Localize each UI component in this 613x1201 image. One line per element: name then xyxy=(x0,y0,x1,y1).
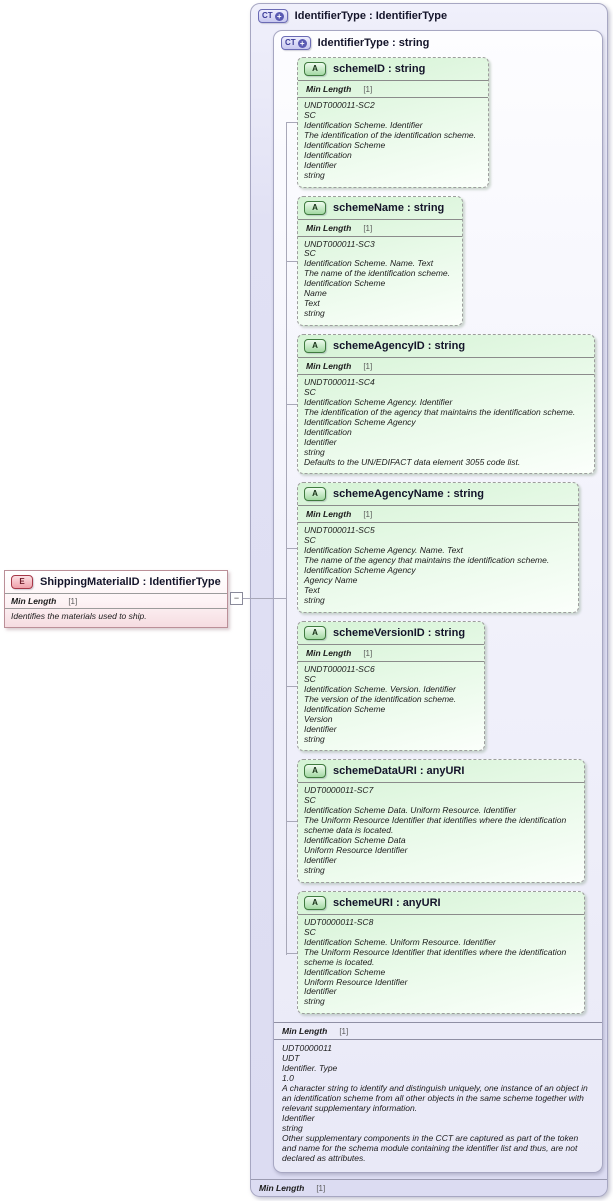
facet-value: [1] xyxy=(68,597,78,606)
outer-type-footer: Min Length [1] xyxy=(251,1179,607,1196)
attribute-annotation: UNDT000011-SC5 SC Identification Scheme … xyxy=(304,525,550,605)
facet-value: [1] xyxy=(363,510,373,520)
facet-label: Min Length xyxy=(306,361,352,371)
attribute-header[interactable]: A schemeID : string xyxy=(298,58,488,81)
complextype-icon: CT + xyxy=(281,36,311,50)
attribute-box-schemename: A schemeName : string Min Length [1] UND… xyxy=(286,195,463,326)
attribute-facet-row: Min Length [1] xyxy=(298,506,578,524)
element-facet-row: Min Length [1] xyxy=(5,594,227,609)
complextype-box-identifiertype-inner: CT + IdentifierType : string A schemeID … xyxy=(273,30,603,1173)
inner-type-title: IdentifierType : string xyxy=(317,37,430,49)
facet-label: Min Length xyxy=(306,647,352,658)
inner-type-header[interactable]: CT + IdentifierType : string xyxy=(274,31,602,55)
attribute-header[interactable]: A schemeAgencyName : string xyxy=(298,483,578,507)
facet-value: [1] xyxy=(363,223,373,233)
attribute-stack: A schemeID : string Min Length [1] UNDT0… xyxy=(286,57,602,1015)
plus-icon: + xyxy=(297,38,307,48)
attribute-box-schemeuri: A schemeURI : anyURI UDT0000011-SC8 SC I… xyxy=(286,890,585,1015)
outer-type-header[interactable]: CT + IdentifierType : IdentifierType xyxy=(251,4,607,28)
attribute-header[interactable]: A schemeAgencyID : string xyxy=(298,335,594,358)
facet-label: Min Length xyxy=(282,1026,328,1037)
element-icon: E xyxy=(11,575,33,589)
attribute-facet-row: Min Length [1] xyxy=(298,81,488,98)
attribute-facet-row: Min Length [1] xyxy=(298,220,462,237)
inner-type-annotation: UDT0000011 UDT Identifier. Type 1.0 A ch… xyxy=(282,1043,588,1163)
attribute-box-schemeagencyid: A schemeAgencyID : string Min Length [1]… xyxy=(286,334,595,475)
attribute-title: schemeDataURI : anyURI xyxy=(333,765,465,778)
attribute-facet-row: Min Length [1] xyxy=(298,358,594,375)
facet-label: Min Length xyxy=(306,84,352,94)
attribute-icon: A xyxy=(304,625,326,640)
attribute-title: schemeID : string xyxy=(333,63,426,75)
attribute-header[interactable]: A schemeDataURI : anyURI xyxy=(298,760,584,784)
element-annotation: Identifies the materials used to ship. xyxy=(11,611,147,621)
attribute-annotation: UNDT000011-SC2 SC Identification Scheme.… xyxy=(304,100,476,180)
complextype-badge-label: CT xyxy=(262,11,273,20)
attribute-header[interactable]: A schemeVersionID : string xyxy=(298,622,484,645)
attribute-box-schemeversionid: A schemeVersionID : string Min Length [1… xyxy=(286,620,485,752)
attribute-icon: A xyxy=(304,895,326,910)
facet-label: Min Length xyxy=(11,596,57,606)
attribute-title: schemeName : string xyxy=(333,201,445,214)
outer-type-facet-row: Min Length [1] xyxy=(251,1180,607,1196)
complextype-icon: CT + xyxy=(258,9,288,23)
facet-value: [1] xyxy=(363,362,373,371)
attribute-title: schemeAgencyName : string xyxy=(333,488,484,501)
attribute-icon: A xyxy=(304,200,326,215)
connector-line xyxy=(243,598,286,599)
attribute-box-schemeagencyname: A schemeAgencyName : string Min Length [… xyxy=(286,482,579,613)
element-header[interactable]: E ShippingMaterialID : IdentifierType xyxy=(5,571,227,594)
facet-label: Min Length xyxy=(306,222,352,233)
inner-type-facet-row: Min Length [1] xyxy=(274,1022,602,1041)
facet-value: [1] xyxy=(339,1027,349,1037)
complextype-box-identifiertype-outer: CT + IdentifierType : IdentifierType CT … xyxy=(250,3,608,1197)
facet-label: Min Length xyxy=(259,1183,305,1193)
plus-icon: + xyxy=(274,11,284,21)
collapse-toggle[interactable]: − xyxy=(230,592,243,605)
complextype-badge-label: CT xyxy=(285,38,296,47)
attribute-facet-row: Min Length [1] xyxy=(298,645,484,662)
facet-value: [1] xyxy=(363,85,373,94)
attribute-annotation: UNDT000011-SC3 SC Identification Scheme.… xyxy=(304,238,450,319)
facet-label: Min Length xyxy=(306,509,352,520)
attribute-icon: A xyxy=(304,487,326,502)
attribute-title: schemeURI : anyURI xyxy=(333,896,441,909)
attribute-annotation: UNDT000011-SC4 SC Identification Scheme … xyxy=(304,377,576,467)
attribute-annotation: UDT0000011-SC7 SC Identification Scheme … xyxy=(304,785,567,875)
attribute-icon: A xyxy=(304,339,326,353)
attribute-annotation: UNDT000011-SC6 SC Identification Scheme.… xyxy=(304,663,457,744)
attribute-annotation: UDT0000011-SC8 SC Identification Scheme.… xyxy=(304,916,567,1007)
element-box-shippingmaterialid: E ShippingMaterialID : IdentifierType Mi… xyxy=(4,570,228,628)
attribute-icon: A xyxy=(304,62,326,76)
facet-value: [1] xyxy=(363,648,373,658)
attribute-icon: A xyxy=(304,764,326,779)
attribute-title: schemeAgencyID : string xyxy=(333,340,466,352)
attribute-title: schemeVersionID : string xyxy=(333,626,466,639)
element-title: ShippingMaterialID : IdentifierType xyxy=(40,576,221,588)
attribute-tree-line xyxy=(286,123,287,955)
attribute-header[interactable]: A schemeURI : anyURI xyxy=(298,892,584,915)
outer-type-title: IdentifierType : IdentifierType xyxy=(294,10,448,22)
attribute-header[interactable]: A schemeName : string xyxy=(298,197,462,220)
attribute-box-schemeid: A schemeID : string Min Length [1] UNDT0… xyxy=(286,57,489,188)
facet-value: [1] xyxy=(316,1184,326,1193)
attribute-box-schemedatauri: A schemeDataURI : anyURI UDT0000011-SC7 … xyxy=(286,759,585,883)
